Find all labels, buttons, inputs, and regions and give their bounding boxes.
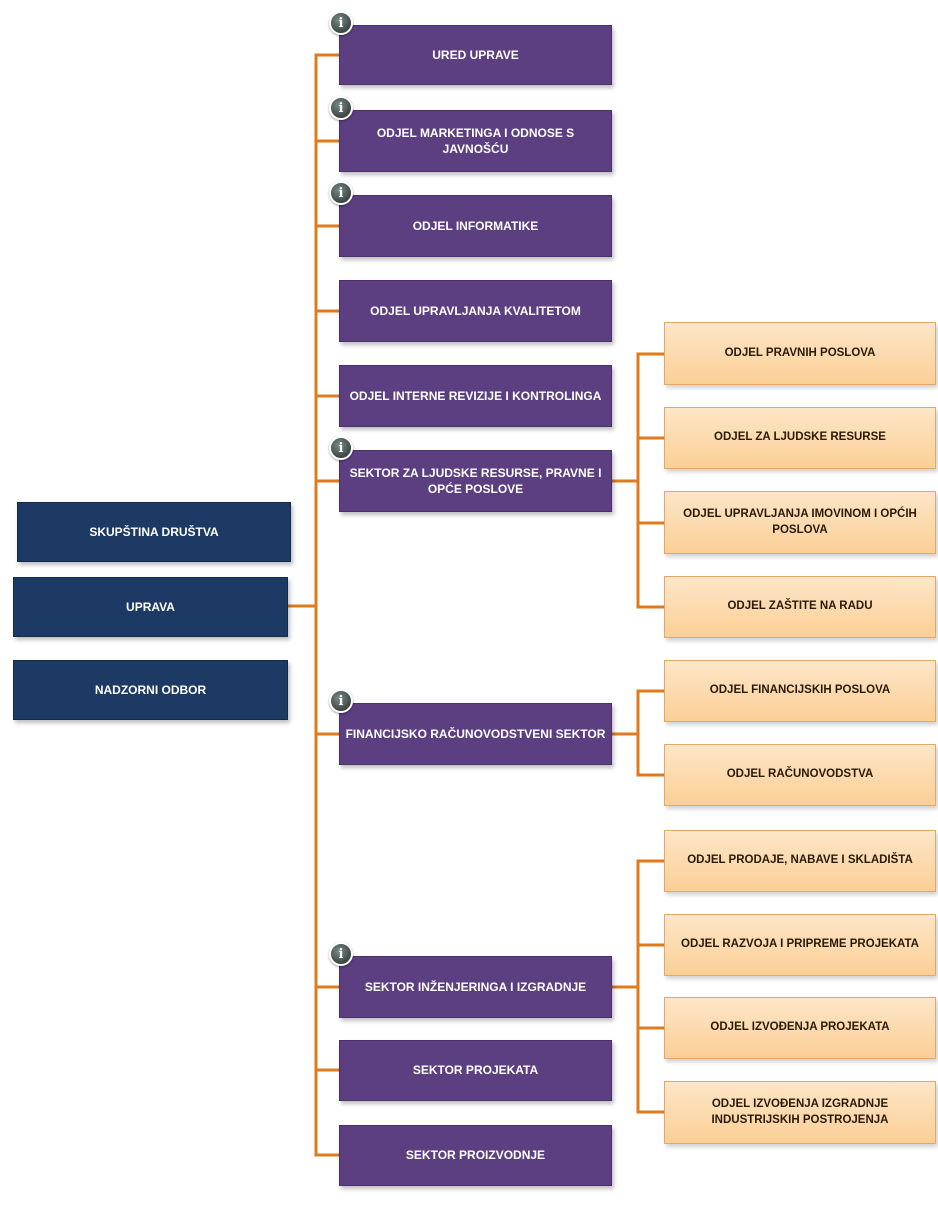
box-odjel-revizije[interactable]: ODJEL INTERNE REVIZIJE I KONTROLINGA <box>339 365 612 427</box>
box-odjel-pravnih-poslova[interactable]: ODJEL PRAVNIH POSLOVA <box>664 322 936 385</box>
box-odjel-kvalitete[interactable]: ODJEL UPRAVLJANJA KVALITETOM <box>339 280 612 342</box>
box-odjel-razvoja[interactable]: ODJEL RAZVOJA I PRIPREME PROJEKATA <box>664 914 936 976</box>
box-odjel-informatike[interactable]: ODJEL INFORMATIKE <box>339 195 612 257</box>
box-nadzorni-odbor[interactable]: NADZORNI ODBOR <box>13 660 288 720</box>
box-odjel-imovine[interactable]: ODJEL UPRAVLJANJA IMOVINOM I OPĆIH POSLO… <box>664 491 936 554</box>
box-sektor-ljudski-resursi[interactable]: SEKTOR ZA LJUDSKE RESURSE, PRAVNE I OPĆE… <box>339 450 612 512</box>
info-icon[interactable]: i <box>329 436 353 460</box>
box-uprava[interactable]: UPRAVA <box>13 577 288 637</box>
box-odjel-racunovodstva[interactable]: ODJEL RAČUNOVODSTVA <box>664 744 936 806</box>
box-sektor-proizvodnje[interactable]: SEKTOR PROIZVODNJE <box>339 1125 612 1186</box>
box-odjel-financijskih-poslova[interactable]: ODJEL FINANCIJSKIH POSLOVA <box>664 660 936 722</box>
box-sektor-projekata[interactable]: SEKTOR PROJEKATA <box>339 1040 612 1101</box>
box-odjel-prodaje[interactable]: ODJEL PRODAJE, NABAVE I SKLADIŠTA <box>664 830 936 892</box>
box-skupstina-drustva[interactable]: SKUPŠTINA DRUŠTVA <box>17 502 291 562</box>
box-odjel-zastite[interactable]: ODJEL ZAŠTITE NA RADU <box>664 576 936 638</box>
info-icon[interactable]: i <box>329 689 353 713</box>
box-odjel-izvodenja-projekata[interactable]: ODJEL IZVOĐENJA PROJEKATA <box>664 997 936 1059</box>
box-odjel-marketinga[interactable]: ODJEL MARKETINGA I ODNOSE S JAVNOŠĆU <box>339 110 612 172</box>
info-icon[interactable]: i <box>329 181 353 205</box>
info-icon[interactable]: i <box>329 942 353 966</box>
info-icon[interactable]: i <box>329 11 353 35</box>
box-odjel-industrijskih-postrojenja[interactable]: ODJEL IZVOĐENJA IZGRADNJE INDUSTRIJSKIH … <box>664 1081 936 1144</box>
info-icon[interactable]: i <box>329 96 353 120</box>
box-sektor-inzenjeringa[interactable]: SEKTOR INŽENJERINGA I IZGRADNJE <box>339 956 612 1018</box>
box-financijski-sektor[interactable]: FINANCIJSKO RAČUNOVODSTVENI SEKTOR <box>339 703 612 765</box>
box-odjel-ljudski-resursi[interactable]: ODJEL ZA LJUDSKE RESURSE <box>664 407 936 469</box>
box-ured-uprave[interactable]: URED UPRAVE <box>339 25 612 85</box>
